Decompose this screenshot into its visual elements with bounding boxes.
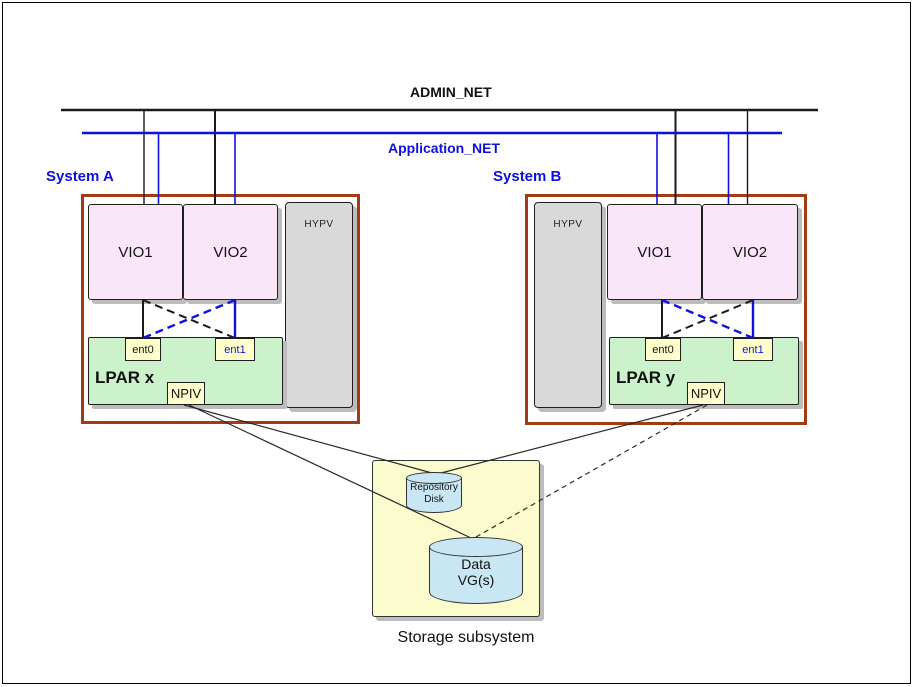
system-b-title: System B <box>493 168 562 185</box>
system-a-vio1-label: VIO1 <box>118 243 153 261</box>
system-b-lpar-label: LPAR y <box>616 368 676 387</box>
application-net-label: Application_NET <box>388 140 501 156</box>
system-a-hypervisor-box: HYPV <box>285 202 353 408</box>
data-vg-top <box>429 537 523 557</box>
system-b-vio2-box: VIO2 <box>702 204 798 300</box>
system-a-vio2-label: VIO2 <box>213 243 248 261</box>
data-vg-cylinder: Data VG(s) <box>429 537 523 604</box>
system-a-hypv-label: HYPV <box>304 219 334 230</box>
system-b-hypervisor-box: HYPV <box>534 202 602 408</box>
system-a-npiv-port: NPIV <box>167 382 205 405</box>
system-b-ent1-port: ent1 <box>733 338 773 361</box>
system-a-ent1-label: ent1 <box>224 343 246 356</box>
system-b-vio1-label: VIO1 <box>637 243 672 261</box>
system-b-hypv-label: HYPV <box>553 219 583 230</box>
system-a-vio2-box: VIO2 <box>183 204 278 300</box>
system-b-vio1-box: VIO1 <box>607 204 702 300</box>
system-b-vio2-label: VIO2 <box>732 243 768 261</box>
repository-disk-cylinder: Repository Disk <box>406 472 462 513</box>
system-a-vio1-box: VIO1 <box>88 204 183 300</box>
system-a-ent1-port: ent1 <box>215 338 255 361</box>
system-b-ent0-label: ent0 <box>652 343 674 356</box>
system-a-npiv-label: NPIV <box>170 386 202 401</box>
system-a-lpar-label: LPAR x <box>95 368 155 387</box>
system-b-ent1-label: ent1 <box>742 343 764 356</box>
system-b-npiv-port: NPIV <box>687 382 725 405</box>
system-b-npiv-label: NPIV <box>690 386 722 401</box>
data-vg-label: Data VG(s) <box>457 556 495 589</box>
system-b-ent0-port: ent0 <box>645 338 681 361</box>
repository-disk-label: Repository Disk <box>410 482 458 505</box>
system-a-ent0-port: ent0 <box>125 338 161 361</box>
system-a-ent0-label: ent0 <box>132 343 154 356</box>
storage-subsystem-caption: Storage subsystem <box>397 629 535 646</box>
admin-net-label: ADMIN_NET <box>410 84 492 100</box>
system-a-title: System A <box>46 168 114 185</box>
